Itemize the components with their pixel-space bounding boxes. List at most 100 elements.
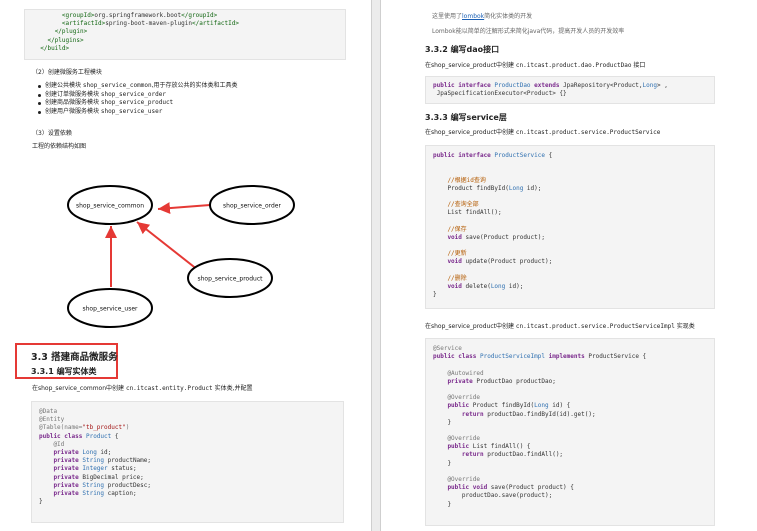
code-line: JpaSpecificationExecutor<Product> {} [433,90,567,98]
code-line: public class ProductServiceImpl implemen… [433,353,647,361]
code-line: </build> [40,44,70,52]
list-item: 创建用户微服务模块 shop_service_user [36,108,237,117]
code-line: //保存 [433,225,467,233]
service-code-block: public interface ProductService { //根据id… [425,145,715,309]
entity-class-path: cn.itcast.entity.Product [125,385,213,392]
dependency-caption: 工程的依赖结构如图 [32,143,87,150]
service-class-path: cn.itcast.product.service.ProductService [515,129,661,136]
step2-title: （2）创建微服务工程模块 [32,69,102,76]
node-product-label: shop_service_product [198,276,264,283]
list-item: 创建商品微服务模块 shop_service_product [36,99,237,108]
list-item: 创建订单微服务模块 shop_service_order [36,91,237,100]
dao-code-block: public interface ProductDao extends JpaR… [425,76,715,104]
lombok-note-text: 这里使用了 [432,13,463,20]
code-line [433,218,707,226]
code-line: //根据id查询 [433,176,486,184]
code-line: //删除 [433,274,467,282]
heading-service: 3.3.3 编写service层 [425,113,507,122]
node-order [209,185,295,225]
arrow-product-to-common [136,221,199,271]
service-intro-text: 在shop_service_product中创建 [425,129,516,136]
section-heading: 3.3 搭建商品微服务 [31,352,118,363]
code-line: productDao.save(product); [433,492,553,500]
code-line: Product findById(Long id); [433,184,542,192]
list-item: 创建公共模块 shop_service_common,用于存放公共的实体类和工具… [36,82,237,91]
code-line [433,168,707,176]
dependency-diagram: shop_service_common shop_service_order s… [67,185,295,328]
highlight-box [15,343,118,379]
node-user-label: shop_service_user [83,306,139,313]
document-page-right: 这里使用了lombok简化实体类的开发 Lombok能以简单的注解形式来简化ja… [381,0,757,531]
lombok-description: Lombok能以简单的注解形式来简化java代码，提高开发人员的开发效率 [432,28,625,35]
page-gutter [371,0,381,531]
node-common-label: shop_service_common [76,203,144,210]
code-line: @Data [39,408,58,415]
step3-title: （3）设置依赖 [32,130,72,137]
document-page-left: <groupId>org.springframework.boot</group… [0,0,371,531]
code-line: @Id [39,440,65,448]
code-line: void delete(Long id); [433,283,524,290]
code-line: void update(Product product); [433,258,553,266]
code-line: public class Product { [39,432,119,440]
code-line: <groupId>org.springframework.boot</group… [61,12,218,19]
code-line: @Override [433,435,480,443]
subsection-heading-entity: 3.3.1 编写实体类 [31,367,97,376]
code-line: public interface ProductService { [433,152,553,159]
node-user [67,288,153,328]
code-line: @Override [433,476,480,483]
service-intro: 在shop_service_product中创建 cn.itcast.produ… [425,129,660,137]
code-line: } [433,291,437,299]
code-line: return productDao.findAll(); [433,451,564,459]
code-line: //更新 [433,250,467,258]
code-line: private String caption; [39,489,137,497]
code-line: @Override [433,394,480,402]
code-line: private BigDecimal price; [39,473,144,481]
impl-intro-suffix: 实现类 [674,323,695,330]
impl-class-path: cn.itcast.product.service.ProductService… [515,323,675,330]
code-line: private String productName; [39,457,152,465]
dao-intro: 在shop_service_product中创建 cn.itcast.produ… [425,62,645,70]
code-line: @Table(name="tb_product") [39,424,130,432]
node-order-label: shop_service_order [223,203,281,210]
code-line [433,427,707,435]
code-line [433,242,707,250]
entity-intro-text: 在shop_service_common中创建 [32,385,126,392]
code-line: public Product findById(Long id) { [433,402,571,410]
code-line: private ProductDao productDao; [433,377,556,385]
node-product [187,258,273,298]
dao-intro-text: 在shop_service_product中创建 [425,62,516,69]
code-line: <artifactId>spring-boot-maven-plugin</ar… [61,20,239,28]
code-line: return productDao.findById(id).get(); [433,410,596,418]
lombok-note-suffix: 简化实体类的开发 [484,13,533,20]
code-line [433,160,707,168]
code-line: private Integer status; [39,465,137,473]
code-line: @Entity [39,416,65,424]
entity-code-block: @Data@Entity@Table(name="tb_product")pub… [31,401,344,523]
heading-dao: 3.3.2 编写dao接口 [425,45,500,54]
code-line: } [433,500,452,508]
lombok-link[interactable]: lombok [462,13,485,20]
code-line: </plugins> [47,36,84,44]
code-line: @Autowired [433,369,484,377]
code-line: } [433,459,452,467]
entity-intro-suffix: 实体类,并配置 [212,385,253,392]
code-line: </plugin> [54,28,88,36]
lombok-note: 这里使用了lombok简化实体类的开发 [432,13,532,21]
dao-class-path: cn.itcast.product.dao.ProductDao [515,62,632,69]
code-line [433,193,707,201]
code-line [433,468,707,476]
node-common [67,185,153,225]
code-line [433,386,707,394]
code-line: public List findAll() { [433,443,531,451]
code-line: public interface ProductDao extends JpaR… [433,82,668,89]
code-line: private String productDesc; [39,481,152,489]
code-line: public void save(Product product) { [433,484,574,492]
code-line: @Service [433,345,462,352]
code-line: void save(Product product); [433,233,545,241]
code-line: //查询全部 [433,201,479,209]
code-line: List findAll(); [433,209,502,217]
impl-intro-text: 在shop_service_product中创建 [425,323,516,330]
arrow-order-to-common [157,202,211,215]
entity-intro: 在shop_service_common中创建 cn.itcast.entity… [32,385,252,393]
